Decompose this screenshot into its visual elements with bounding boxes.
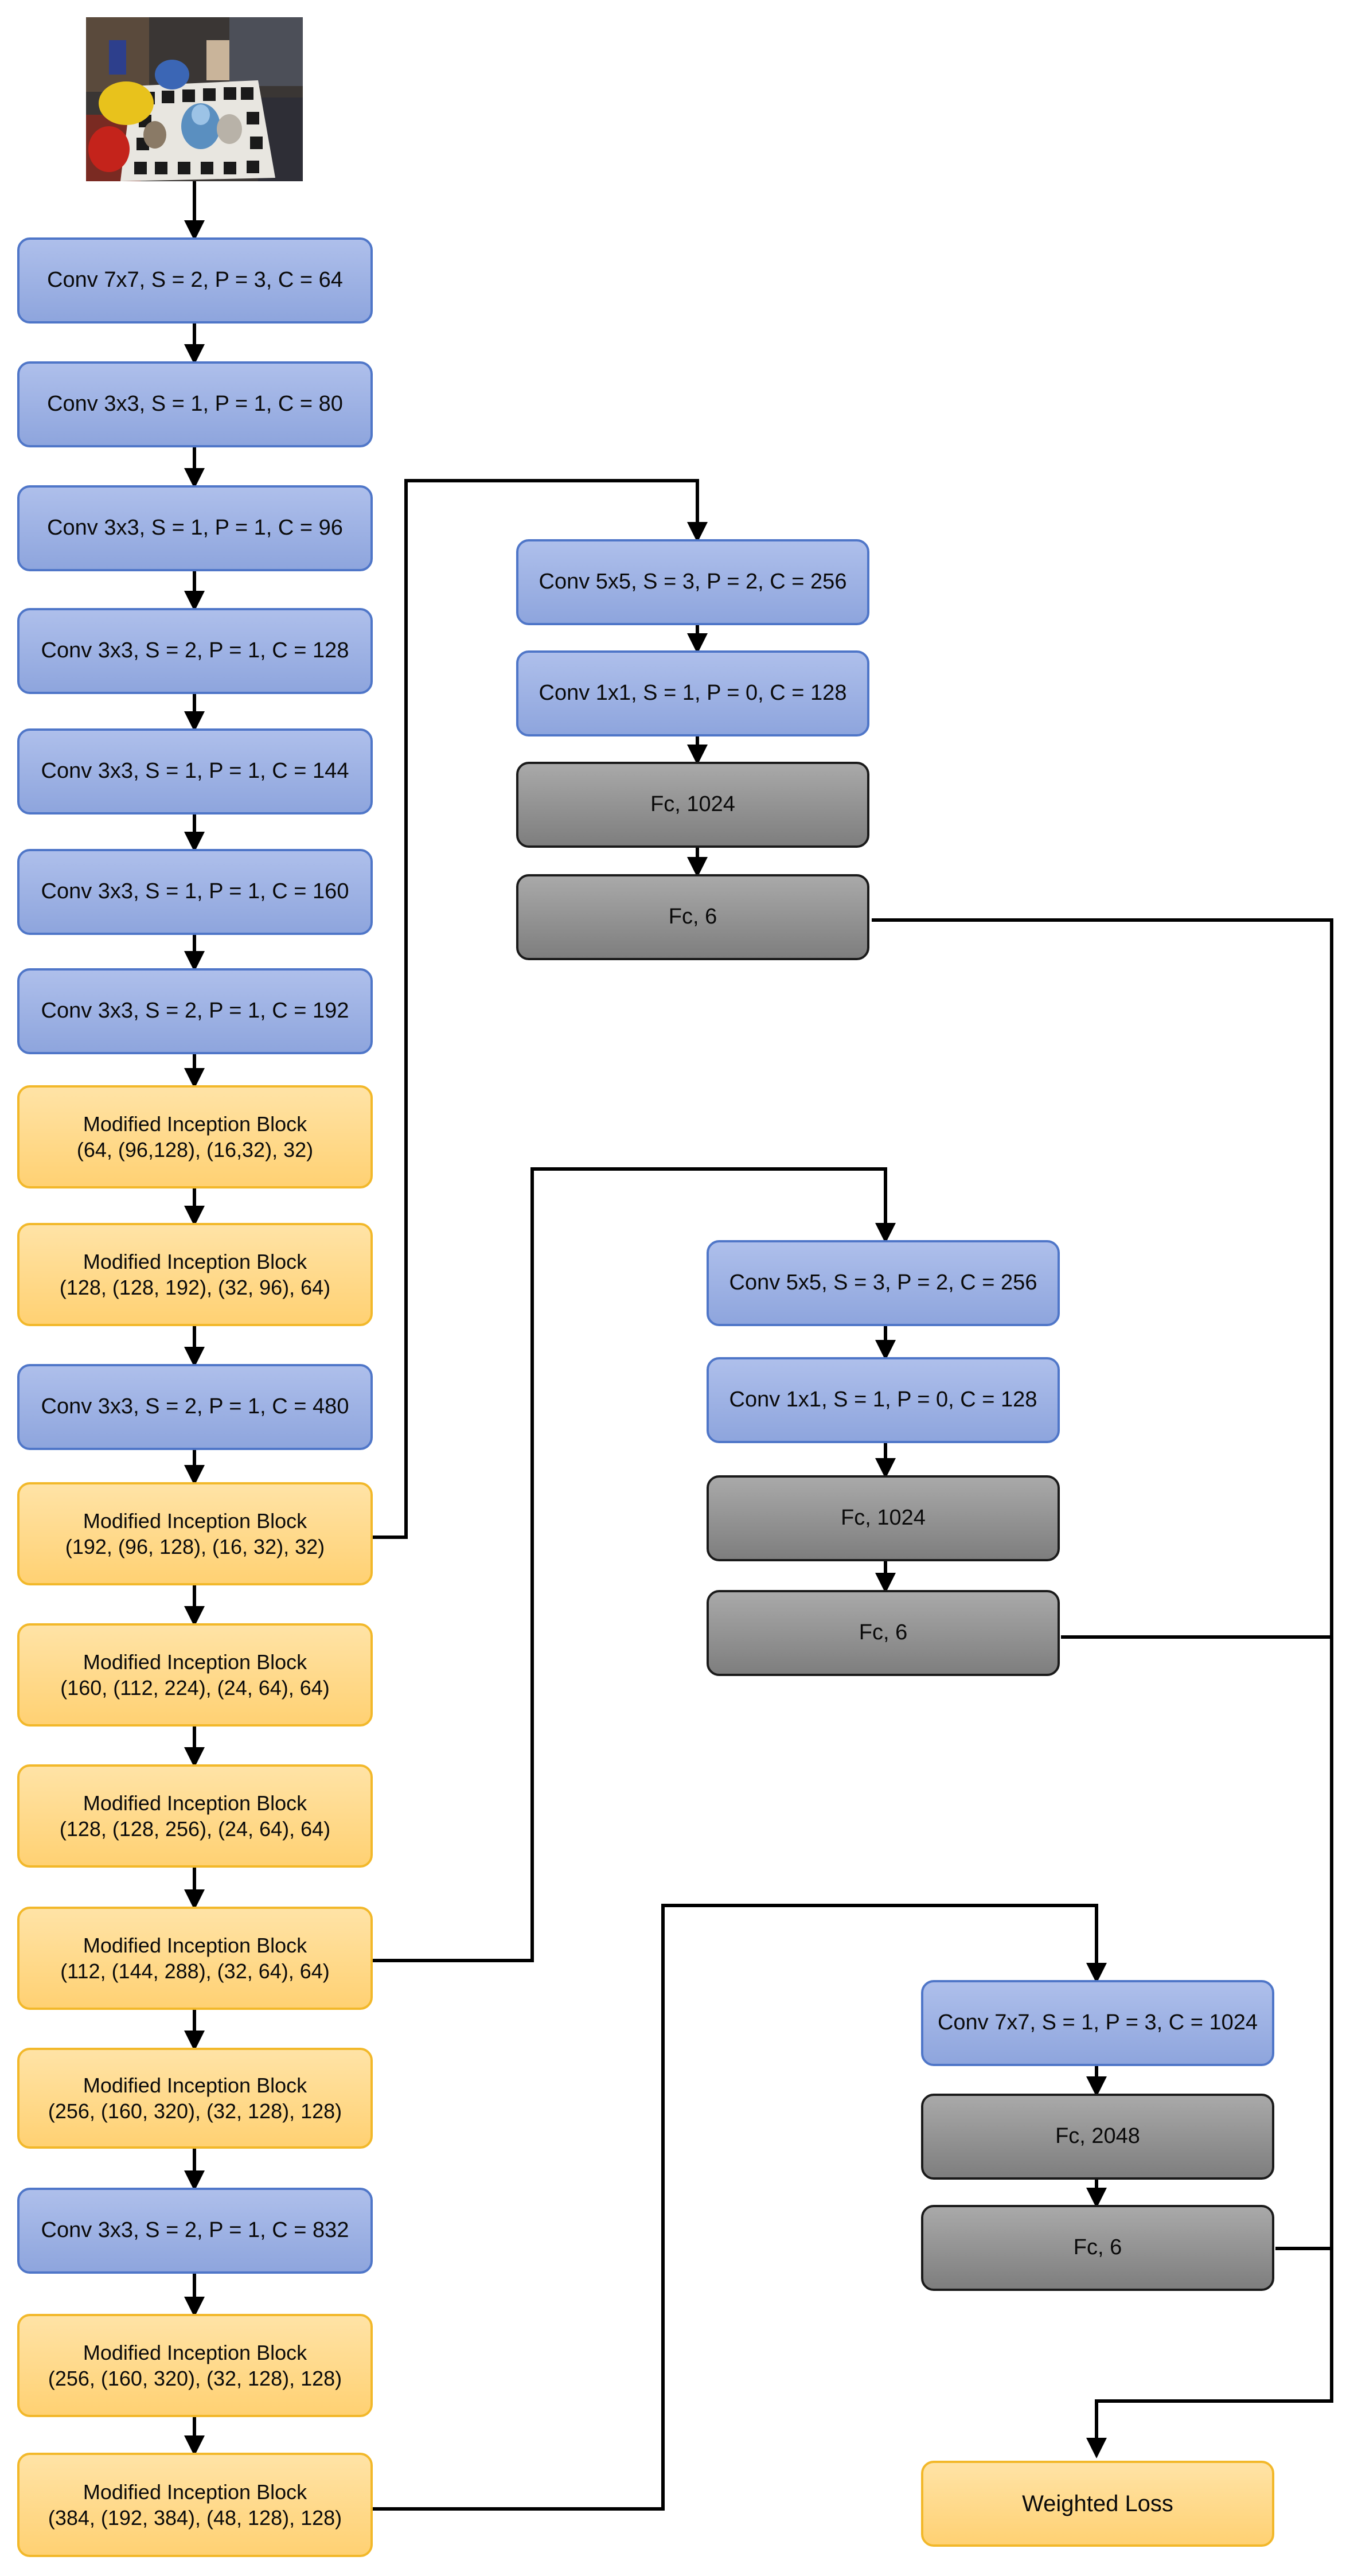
- block-label-line: Modified Inception Block: [83, 1509, 307, 1533]
- branch-2-conv-block: Conv 1x1, S = 1, P = 0, C = 128: [707, 1357, 1060, 1443]
- block-label-line: (128, (128, 256), (24, 64), 64): [59, 1817, 331, 1841]
- branch-1-conv-block: Conv 1x1, S = 1, P = 0, C = 128: [516, 650, 869, 736]
- main-column-conv-block: Conv 3x3, S = 2, P = 1, C = 832: [17, 2188, 373, 2274]
- block-label-line: (384, (192, 384), (48, 128), 128): [48, 2506, 342, 2530]
- block-label-line: Conv 3x3, S = 2, P = 1, C = 192: [41, 999, 349, 1023]
- main-column-incep-block: Modified Inception Block(112, (144, 288)…: [17, 1907, 373, 2010]
- block-label-line: Conv 3x3, S = 2, P = 1, C = 480: [41, 1394, 349, 1419]
- block-label-line: (64, (96,128), (16,32), 32): [76, 1138, 314, 1162]
- block-label-line: Modified Inception Block: [83, 1650, 307, 1674]
- connector-branch-3: [373, 1904, 1107, 2511]
- main-column-conv-block: Conv 3x3, S = 2, P = 1, C = 480: [17, 1364, 373, 1450]
- connector-branch-1-fc6-to-loss: [872, 918, 1333, 2458]
- block-label-line: Modified Inception Block: [83, 2074, 307, 2097]
- input-image-illustration: [86, 17, 303, 181]
- branch-1-fc-block: Fc, 1024: [516, 762, 869, 848]
- block-label-line: Conv 5x5, S = 3, P = 2, C = 256: [729, 1271, 1037, 1295]
- main-column-conv-block: Conv 3x3, S = 1, P = 1, C = 80: [17, 361, 373, 447]
- branch-3-conv-block: Conv 7x7, S = 1, P = 3, C = 1024: [921, 1980, 1274, 2066]
- main-column-conv-block: Conv 3x3, S = 1, P = 1, C = 144: [17, 728, 373, 815]
- weighted-loss-block: Weighted Loss: [921, 2461, 1274, 2547]
- block-label-line: Fc, 1024: [841, 1506, 926, 1530]
- block-label-line: (192, (96, 128), (16, 32), 32): [65, 1535, 325, 1558]
- branch-2-fc-block: Fc, 1024: [707, 1475, 1060, 1561]
- block-label-line: Modified Inception Block: [83, 1791, 307, 1815]
- main-column-incep-block: Modified Inception Block (128, (128, 192)…: [17, 1223, 373, 1326]
- main-column-conv-block: Conv 3x3, S = 1, P = 1, C = 160: [17, 849, 373, 935]
- block-label-line: Fc, 6: [1073, 2235, 1122, 2260]
- block-label-line: Conv 3x3, S = 1, P = 1, C = 160: [41, 879, 349, 904]
- block-label-line: Conv 3x3, S = 2, P = 1, C = 128: [41, 638, 349, 663]
- block-label-line: Modified Inception Block: [83, 1250, 307, 1273]
- main-column-incep-block: Modified Inception Block(160, (112, 224)…: [17, 1623, 373, 1727]
- branch-3-fc-block: Fc, 2048: [921, 2094, 1274, 2180]
- main-column-incep-block: Modified Inception Block(384, (192, 384)…: [17, 2453, 373, 2557]
- connector-branch-2: [373, 1167, 896, 1962]
- block-label-line: Fc, 2048: [1055, 2124, 1140, 2149]
- block-label-line: Conv 1x1, S = 1, P = 0, C = 128: [729, 1388, 1037, 1412]
- block-label-line: (256, (160, 320), (32, 128), 128): [48, 2099, 342, 2123]
- main-column-conv-block: Conv 3x3, S = 1, P = 1, C = 96: [17, 485, 373, 571]
- main-column-incep-block: Modified Inception Block (256, (160, 320)…: [17, 2314, 373, 2417]
- main-column-incep-block: Modified Inception Block(256, (160, 320)…: [17, 2048, 373, 2149]
- block-label-line: (112, (144, 288), (32, 64), 64): [60, 1959, 330, 1983]
- block-label-line: Conv 3x3, S = 1, P = 1, C = 144: [41, 759, 349, 784]
- main-column-incep-block: Modified Inception Block(192, (96, 128),…: [17, 1482, 373, 1585]
- block-label-line: Conv 7x7, S = 2, P = 3, C = 64: [47, 268, 343, 293]
- main-column-conv-block: Conv 3x3, S = 2, P = 1, C = 192: [17, 968, 373, 1054]
- weighted-loss-label: Weighted Loss: [1022, 2491, 1173, 2516]
- block-label-line: Conv 7x7, S = 1, P = 3, C = 1024: [937, 2010, 1258, 2035]
- block-label-line: (160, (112, 224), (24, 64), 64): [60, 1676, 330, 1700]
- branch-2-conv-block: Conv 5x5, S = 3, P = 2, C = 256: [707, 1240, 1060, 1326]
- branch-1-fc-block: Fc, 6: [516, 874, 869, 960]
- connector-branch-1: [373, 479, 708, 1539]
- block-label-line: Modified Inception Block: [83, 2341, 307, 2364]
- block-label-line: Modified Inception Block: [83, 2480, 307, 2504]
- block-label-line: Conv 1x1, S = 1, P = 0, C = 128: [539, 681, 847, 706]
- branch-1-conv-block: Conv 5x5, S = 3, P = 2, C = 256: [516, 539, 869, 625]
- block-label-line: Conv 5x5, S = 3, P = 2, C = 256: [539, 570, 847, 594]
- input-image: [86, 17, 303, 181]
- block-label-line: Modified Inception Block: [83, 1934, 307, 1957]
- block-label-line: Conv 3x3, S = 2, P = 1, C = 832: [41, 2218, 349, 2243]
- block-label-line: Conv 3x3, S = 1, P = 1, C = 80: [47, 392, 343, 416]
- block-label-line: (256, (160, 320), (32, 128), 128): [48, 2367, 342, 2390]
- block-label-line: Fc, 1024: [650, 792, 735, 817]
- block-label-line: Conv 3x3, S = 1, P = 1, C = 96: [47, 516, 343, 540]
- main-column-incep-block: Modified Inception Block(128, (128, 256)…: [17, 1764, 373, 1868]
- branch-2-fc-block: Fc, 6: [707, 1590, 1060, 1676]
- block-label-line: Modified Inception Block: [83, 1112, 307, 1136]
- main-column-conv-block: Conv 7x7, S = 2, P = 3, C = 64: [17, 237, 373, 324]
- block-label-line: (128, (128, 192), (32, 96), 64): [59, 1276, 331, 1299]
- main-column-conv-block: Conv 3x3, S = 2, P = 1, C = 128: [17, 608, 373, 694]
- branch-3-fc-block: Fc, 6: [921, 2205, 1274, 2291]
- block-label-line: Fc, 6: [859, 1620, 908, 1645]
- block-label-line: Fc, 6: [668, 905, 717, 929]
- main-column-incep-block: Modified Inception Block(64, (96,128), (…: [17, 1085, 373, 1188]
